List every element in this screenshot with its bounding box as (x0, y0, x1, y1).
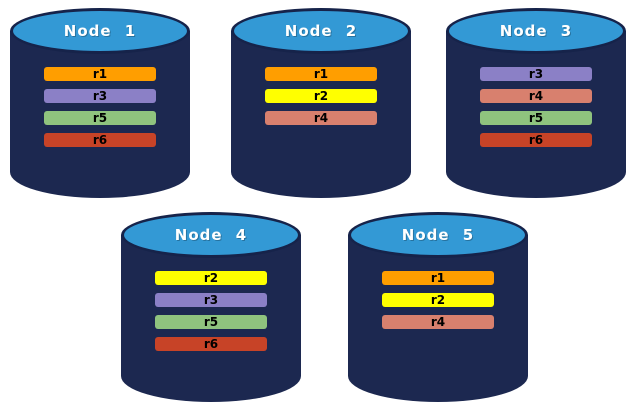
node-title: Node 3 (499, 22, 573, 40)
replica-label: r1 (430, 271, 446, 285)
replica-label: r6 (92, 133, 108, 147)
replica-label: r5 (203, 315, 219, 329)
replica-list: r1 r3 r5 r6 (10, 67, 190, 147)
cylinder-top-ellipse: Node 2 (231, 8, 411, 54)
replica-label: r3 (92, 89, 108, 103)
replica-label: r4 (430, 315, 446, 329)
replica-bar: r2 (155, 271, 267, 285)
replica-bar: r1 (382, 271, 494, 285)
replica-label: r4 (313, 111, 329, 125)
node-title: Node 4 (174, 226, 248, 244)
replica-label: r4 (528, 89, 544, 103)
replica-bar: r2 (382, 293, 494, 307)
cylinder-top-ellipse: Node 1 (10, 8, 190, 54)
replica-bar: r3 (480, 67, 592, 81)
replica-bar: r5 (44, 111, 156, 125)
node-2-cylinder: Node 2 r1 r2 r4 (231, 8, 411, 198)
replica-bar: r5 (480, 111, 592, 125)
replica-bar: r1 (265, 67, 377, 81)
replica-bar: r6 (44, 133, 156, 147)
replica-bar: r4 (265, 111, 377, 125)
replica-bar: r6 (480, 133, 592, 147)
replica-bar: r1 (44, 67, 156, 81)
replica-label: r2 (430, 293, 446, 307)
replica-label: r1 (92, 67, 108, 81)
node-1-cylinder: Node 1 r1 r3 r5 r6 (10, 8, 190, 198)
node-5-cylinder: Node 5 r1 r2 r4 (348, 212, 528, 402)
replica-list: r1 r2 r4 (231, 67, 411, 125)
node-title: Node 2 (284, 22, 358, 40)
replica-label: r3 (203, 293, 219, 307)
replica-bar: r6 (155, 337, 267, 351)
replica-label: r3 (528, 67, 544, 81)
cylinder-top-ellipse: Node 4 (121, 212, 301, 258)
replica-bar: r5 (155, 315, 267, 329)
replica-label: r5 (92, 111, 108, 125)
replica-bar: r3 (155, 293, 267, 307)
replica-label: r6 (203, 337, 219, 351)
replica-list: r1 r2 r4 (348, 271, 528, 329)
cylinder-top-ellipse: Node 5 (348, 212, 528, 258)
cylinder-top-ellipse: Node 3 (446, 8, 626, 54)
replica-label: r1 (313, 67, 329, 81)
node-title: Node 5 (401, 226, 475, 244)
replica-bar: r3 (44, 89, 156, 103)
replica-bar: r2 (265, 89, 377, 103)
replica-bar: r4 (382, 315, 494, 329)
replica-label: r5 (528, 111, 544, 125)
replica-bar: r4 (480, 89, 592, 103)
replica-list: r3 r4 r5 r6 (446, 67, 626, 147)
replica-label: r6 (528, 133, 544, 147)
replica-label: r2 (313, 89, 329, 103)
node-3-cylinder: Node 3 r3 r4 r5 r6 (446, 8, 626, 198)
replica-list: r2 r3 r5 r6 (121, 271, 301, 351)
replica-label: r2 (203, 271, 219, 285)
node-title: Node 1 (63, 22, 137, 40)
node-4-cylinder: Node 4 r2 r3 r5 r6 (121, 212, 301, 402)
